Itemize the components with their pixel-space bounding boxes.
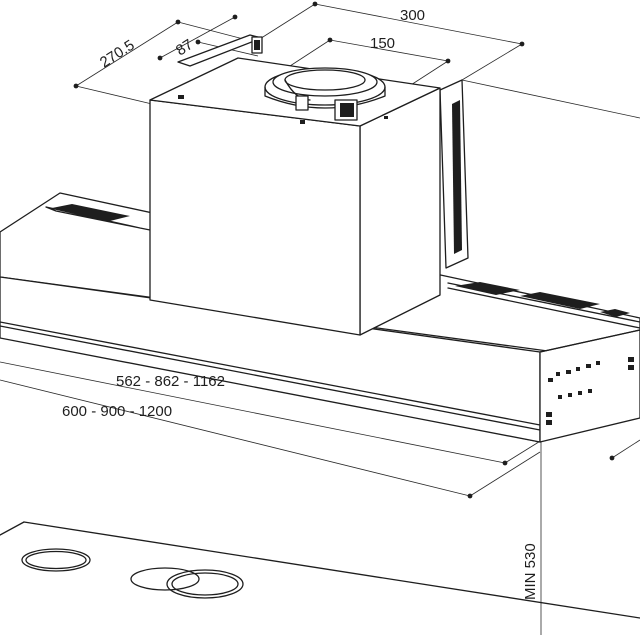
burner-ring bbox=[166, 569, 244, 599]
label-outlet-diameter: 150 bbox=[370, 35, 395, 52]
dimension-labels: 270.5 87 300 150 562 - 862 - 1162 600 - … bbox=[62, 7, 539, 600]
label-min-height: MIN 530 bbox=[522, 543, 539, 600]
control-panel bbox=[546, 357, 634, 425]
cooktop bbox=[0, 521, 640, 619]
burner-ring bbox=[21, 548, 91, 572]
label-depth-total: 270.5 bbox=[97, 37, 138, 72]
label-outer-width: 600 - 900 - 1200 bbox=[62, 403, 172, 420]
label-depth-offset: 87 bbox=[173, 36, 196, 59]
burner-ring bbox=[130, 567, 200, 591]
label-chimney-width: 300 bbox=[400, 7, 425, 24]
label-inner-width: 562 - 862 - 1162 bbox=[116, 373, 225, 390]
exhaust-outlet bbox=[264, 67, 386, 121]
